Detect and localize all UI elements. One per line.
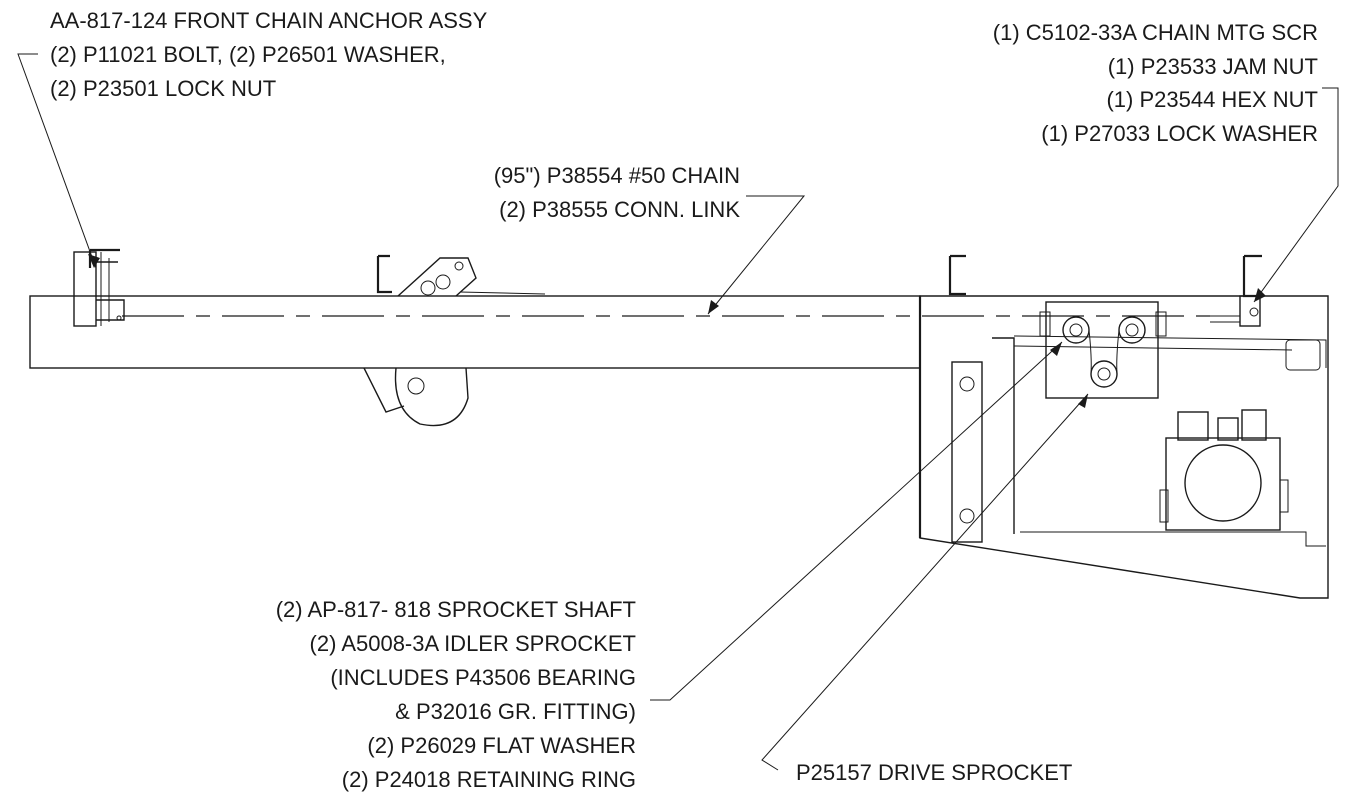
callout-sprocket-shaft: (2) AP-817- 818 SPROCKET SHAFT (2) A5008… bbox=[276, 597, 636, 792]
sprocket-shaft-line-5: (2) P26029 FLAT WASHER bbox=[367, 733, 636, 758]
beam bbox=[29, 295, 921, 369]
chain-mount-line-4: (1) P27033 LOCK WASHER bbox=[1041, 121, 1318, 146]
pivot-lobe bbox=[363, 367, 469, 427]
chain-mount-line-1: (1) C5102-33A CHAIN MTG SCR bbox=[993, 20, 1318, 45]
hydraulic-valve bbox=[1159, 409, 1289, 531]
sprocket-shaft-line-4: & P32016 GR. FITTING) bbox=[395, 699, 636, 724]
sprocket-block bbox=[1039, 301, 1167, 399]
callout-front-anchor: AA-817-124 FRONT CHAIN ANCHOR ASSY (2) P… bbox=[50, 8, 488, 101]
chain-line-1: (95") P38554 #50 CHAIN bbox=[494, 163, 740, 188]
sprocket-shaft-line-1: (2) AP-817- 818 SPROCKET SHAFT bbox=[276, 597, 636, 622]
chain-line-2: (2) P38555 CONN. LINK bbox=[499, 197, 740, 222]
callout-chain: (95") P38554 #50 CHAIN (2) P38555 CONN. … bbox=[494, 163, 741, 222]
drive-housing bbox=[918, 295, 1329, 599]
chain-mount-screw bbox=[1210, 295, 1261, 327]
channel-bracket bbox=[88, 248, 1262, 298]
drive-sprocket bbox=[1088, 329, 1120, 388]
sprocket-shaft-line-6: (2) P24018 RETAINING RING bbox=[342, 767, 636, 792]
front-anchor-line-1: AA-817-124 FRONT CHAIN ANCHOR ASSY bbox=[50, 8, 488, 33]
idler-sprocket bbox=[1062, 316, 1146, 344]
pivot-tab bbox=[397, 257, 546, 297]
chain-mount-line-2: (1) P23533 JAM NUT bbox=[1108, 54, 1318, 79]
sprocket-shaft-line-2: (2) A5008-3A IDLER SPROCKET bbox=[310, 631, 636, 656]
front-anchor-plate bbox=[73, 251, 125, 327]
front-anchor-line-3: (2) P23501 LOCK NUT bbox=[50, 76, 276, 101]
front-anchor-line-2: (2) P11021 BOLT, (2) P26501 WASHER, bbox=[50, 42, 446, 67]
sprocket-shaft-line-3: (INCLUDES P43506 BEARING bbox=[330, 665, 636, 690]
mount-bar bbox=[951, 337, 1015, 543]
chain-mount-line-3: (1) P23544 HEX NUT bbox=[1106, 87, 1318, 112]
callout-drive-sprocket: P25157 DRIVE SPROCKET bbox=[796, 760, 1072, 785]
callout-chain-mount: (1) C5102-33A CHAIN MTG SCR (1) P23533 J… bbox=[993, 20, 1318, 146]
inner-plate bbox=[1013, 335, 1327, 547]
leader-lines bbox=[17, 53, 1339, 771]
